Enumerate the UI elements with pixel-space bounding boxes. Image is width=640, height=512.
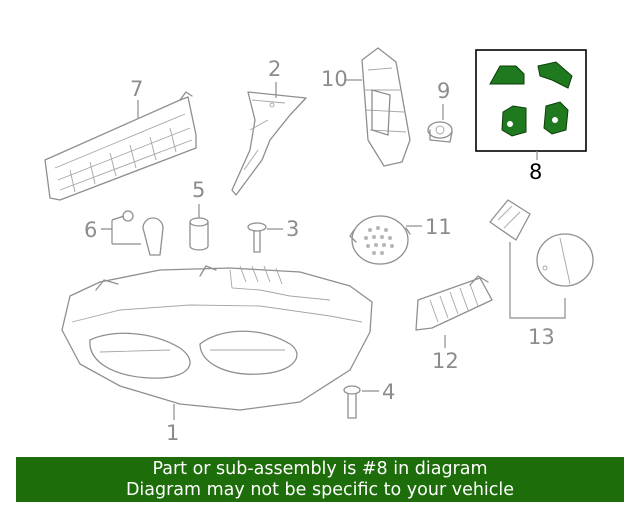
callout-5: 5 — [192, 178, 205, 202]
callout-10: 10 — [321, 67, 348, 91]
banner-line-1: Part or sub-assembly is #8 in diagram — [152, 458, 488, 479]
callout-8: 8 — [529, 160, 542, 184]
callout-7: 7 — [130, 77, 143, 101]
part-5-plug[interactable] — [189, 217, 209, 251]
part-10-control-module[interactable] — [361, 47, 411, 167]
part-1-headlamp[interactable] — [61, 265, 373, 411]
part-8-highlight-box[interactable] — [475, 49, 587, 152]
callout-2: 2 — [268, 57, 281, 81]
part-6-bulb[interactable] — [122, 210, 164, 256]
callout-6: 6 — [84, 218, 97, 242]
callout-4: 4 — [382, 380, 395, 404]
info-banner: Part or sub-assembly is #8 in diagram Di… — [16, 457, 624, 502]
part-7-bracket[interactable] — [44, 91, 197, 201]
part-2-bracket[interactable] — [231, 91, 307, 196]
callout-12: 12 — [432, 349, 459, 373]
callout-11: 11 — [425, 215, 452, 239]
parts-diagram: 7 2 10 9 8 6 — [44, 47, 594, 445]
callout-13: 13 — [528, 325, 555, 349]
leader-13 — [509, 242, 566, 319]
part-12-heat-sink[interactable] — [415, 275, 493, 331]
part-11-light-module[interactable] — [349, 215, 411, 265]
callout-3: 3 — [286, 217, 299, 241]
part-3-screw[interactable] — [247, 222, 267, 253]
part-13-module-set[interactable] — [489, 199, 594, 287]
part-4-screw[interactable] — [343, 385, 361, 419]
leader-6 — [101, 215, 141, 245]
part-8-bracket-set[interactable] — [489, 61, 573, 137]
callout-9: 9 — [437, 79, 450, 103]
banner-line-2: Diagram may not be specific to your vehi… — [125, 479, 515, 500]
part-9-socket[interactable] — [427, 121, 453, 143]
callout-1: 1 — [166, 421, 179, 445]
